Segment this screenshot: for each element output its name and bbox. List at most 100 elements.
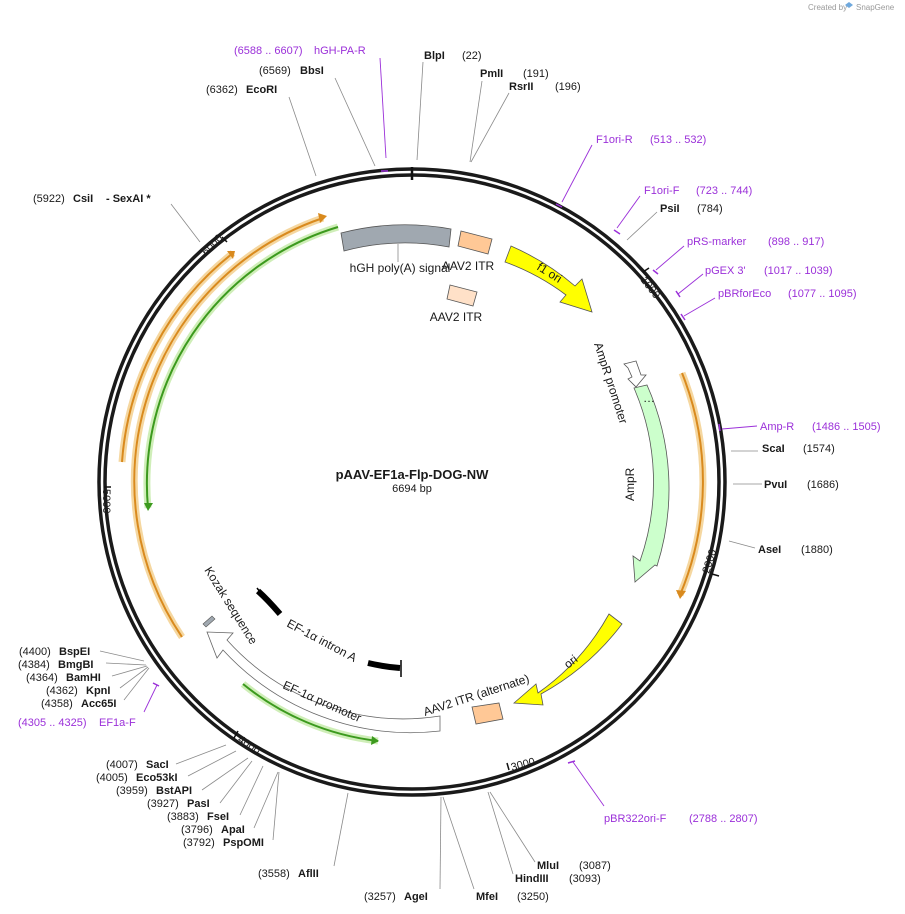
svg-text:(2788 .. 2807): (2788 .. 2807) bbox=[689, 813, 758, 825]
tick-5000: 5000 bbox=[100, 486, 112, 513]
svg-text:AflII: AflII bbox=[298, 868, 319, 880]
primer-f1ori-r[interactable]: F1ori-R (513 .. 532) bbox=[555, 134, 706, 208]
svg-text:pGEX 3': pGEX 3' bbox=[705, 265, 746, 277]
aav2-itr-alt-feature[interactable] bbox=[471, 702, 504, 725]
svg-text:(1077 .. 1095): (1077 .. 1095) bbox=[788, 288, 857, 300]
svg-text:(3927): (3927) bbox=[147, 798, 179, 810]
primer-amp-r[interactable]: Amp-R (1486 .. 1505) bbox=[718, 421, 881, 433]
ori-feature[interactable] bbox=[513, 613, 623, 706]
ef1a-intron-label: EF-1α intron A bbox=[285, 616, 360, 664]
svg-text:KpnI: KpnI bbox=[86, 685, 110, 697]
svg-text:(898 .. 917): (898 .. 917) bbox=[768, 236, 824, 248]
svg-text:(3093): (3093) bbox=[569, 873, 601, 885]
svg-text:PmlI: PmlI bbox=[480, 68, 503, 80]
svg-text:(3250): (3250) bbox=[517, 891, 549, 903]
site-bmgbi[interactable]: (4384) BmgBI bbox=[18, 659, 147, 671]
ef1a-promoter-feature[interactable] bbox=[206, 631, 441, 734]
site-psppomi[interactable]: (3792) PspOMI bbox=[183, 771, 280, 849]
site-acc65i[interactable]: (4358) Acc65I bbox=[41, 667, 150, 710]
svg-text:(4005): (4005) bbox=[96, 772, 128, 784]
svg-text:5000: 5000 bbox=[100, 489, 112, 513]
svg-text:AseI: AseI bbox=[758, 544, 781, 556]
svg-text:RsrII: RsrII bbox=[509, 81, 533, 93]
site-pasi[interactable]: (3927) PasI bbox=[147, 760, 253, 810]
ampr-feature[interactable] bbox=[632, 384, 670, 583]
site-eco53ki[interactable]: (4005) Eco53kI bbox=[96, 750, 237, 784]
svg-text:Amp-R: Amp-R bbox=[760, 421, 794, 433]
svg-text:(22): (22) bbox=[462, 50, 482, 62]
site-blpi[interactable]: BlpI (22) bbox=[416, 50, 482, 161]
svg-text:(6569): (6569) bbox=[259, 65, 291, 77]
tick-6000: 6000 bbox=[200, 232, 228, 258]
plasmid-name: pAAV-EF1a-Flp-DOG-NW bbox=[336, 467, 490, 482]
site-asei[interactable]: AseI (1880) bbox=[728, 540, 833, 556]
primer-pgex-3[interactable]: pGEX 3' (1017 .. 1039) bbox=[675, 265, 833, 298]
site-rsrii[interactable]: RsrII (196) bbox=[470, 81, 581, 163]
svg-text:HindIII: HindIII bbox=[515, 873, 549, 885]
primer-pbr322ori-f[interactable]: pBR322ori-F (2788 .. 2807) bbox=[567, 760, 758, 825]
primer-prs-marker[interactable]: pRS-marker (898 .. 917) bbox=[652, 236, 824, 275]
svg-text:(191): (191) bbox=[523, 68, 549, 80]
svg-text:(784): (784) bbox=[697, 203, 723, 215]
hgh-polya-label: hGH poly(A) signal bbox=[350, 261, 451, 275]
aav2-itr-top-label: AAV2 ITR bbox=[442, 259, 495, 273]
f1-ori-feature[interactable] bbox=[504, 245, 593, 313]
site-bspei[interactable]: (4400) BspEI bbox=[19, 646, 145, 662]
aav2-itr-top-feature[interactable] bbox=[457, 230, 493, 255]
site-bbsi[interactable]: (6569) BbsI bbox=[259, 65, 376, 167]
site-apai[interactable]: (3796) ApaI bbox=[181, 771, 279, 836]
ef1a-intron-end[interactable] bbox=[367, 660, 401, 671]
site-scai[interactable]: ScaI (1574) bbox=[731, 443, 835, 455]
site-hindiii[interactable]: HindIII (3093) bbox=[487, 791, 601, 885]
orf-left-orange-inner[interactable] bbox=[118, 250, 236, 463]
svg-text:BspEI: BspEI bbox=[59, 646, 90, 658]
svg-text:(4007): (4007) bbox=[106, 759, 138, 771]
site-csii[interactable]: (5922) CsiI - SexAI * bbox=[33, 193, 201, 243]
svg-text:FseI: FseI bbox=[207, 811, 229, 823]
orf-bottom-green[interactable] bbox=[240, 681, 379, 745]
orf-left-green[interactable] bbox=[143, 223, 340, 511]
tick-1000: 1000 bbox=[638, 267, 662, 301]
svg-text:(6588 .. 6607): (6588 .. 6607) bbox=[234, 45, 303, 57]
svg-text:EcoRI: EcoRI bbox=[246, 84, 277, 96]
svg-text:(4358): (4358) bbox=[41, 698, 73, 710]
svg-text:Eco53kI: Eco53kI bbox=[136, 772, 178, 784]
svg-text:(3883): (3883) bbox=[167, 811, 199, 823]
site-bstapi[interactable]: (3959) BstAPI bbox=[116, 757, 249, 797]
primer-pbrforeco[interactable]: pBRforEco (1077 .. 1095) bbox=[680, 288, 857, 321]
site-kpni[interactable]: (4362) KpnI bbox=[46, 666, 149, 697]
svg-text:(1686): (1686) bbox=[807, 479, 839, 491]
site-ecori[interactable]: (6362) EcoRI bbox=[206, 84, 317, 177]
site-pmli[interactable]: PmlI (191) bbox=[469, 68, 549, 163]
primer-f1ori-f[interactable]: F1ori-F (723 .. 744) bbox=[613, 185, 752, 235]
svg-text:ApaI: ApaI bbox=[221, 824, 245, 836]
site-aflii[interactable]: (3558) AflII bbox=[258, 792, 349, 880]
svg-text:(3796): (3796) bbox=[181, 824, 213, 836]
svg-text:pRS-marker: pRS-marker bbox=[687, 236, 747, 248]
svg-text:(1574): (1574) bbox=[803, 443, 835, 455]
orf-left-orange-outer[interactable] bbox=[130, 213, 327, 639]
svg-text:ScaI: ScaI bbox=[762, 443, 785, 455]
svg-text:BstAPI: BstAPI bbox=[156, 785, 192, 797]
site-pvui[interactable]: PvuI (1686) bbox=[733, 479, 839, 491]
kozak-feature[interactable] bbox=[202, 615, 216, 628]
primer-ef1a-f[interactable]: (4305 .. 4325) EF1a-F bbox=[18, 682, 160, 729]
svg-text:SacI: SacI bbox=[146, 759, 169, 771]
primer-hgh-pa-r[interactable]: (6588 .. 6607) hGH-PA-R bbox=[234, 45, 388, 172]
site-psii[interactable]: PsiI (784) bbox=[626, 203, 723, 241]
svg-text:(3959): (3959) bbox=[116, 785, 148, 797]
site-agei[interactable]: (3257) AgeI bbox=[364, 796, 442, 903]
orf-right-orange[interactable] bbox=[676, 371, 707, 599]
svg-text:(1486 .. 1505): (1486 .. 1505) bbox=[812, 421, 881, 433]
ampr-promoter-feature[interactable] bbox=[623, 360, 647, 388]
hgh-polya-feature[interactable] bbox=[340, 224, 452, 252]
svg-text:PasI: PasI bbox=[187, 798, 210, 810]
site-mfei[interactable]: MfeI (3250) bbox=[442, 796, 549, 903]
site-bamhi[interactable]: (4364) BamHI bbox=[26, 665, 148, 684]
aav2-itr-mid-feature[interactable] bbox=[446, 284, 478, 307]
svg-text:MfeI: MfeI bbox=[476, 891, 498, 903]
site-saci[interactable]: (4007) SacI bbox=[106, 744, 227, 771]
svg-text:(4362): (4362) bbox=[46, 685, 78, 697]
site-fsei[interactable]: (3883) FseI bbox=[167, 765, 264, 823]
site-mlui[interactable]: MluI (3087) bbox=[489, 791, 611, 872]
